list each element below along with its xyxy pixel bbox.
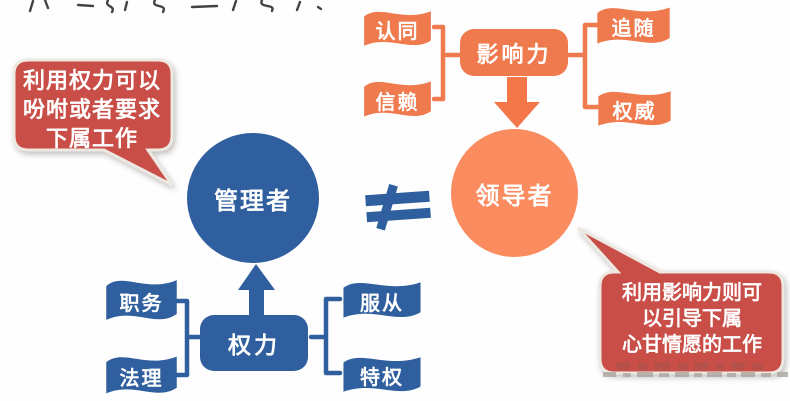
flag-label: 信赖 xyxy=(375,91,420,114)
up-arrow-icon xyxy=(238,264,275,316)
not-equal-symbol xyxy=(365,183,431,231)
flag-label: 认同 xyxy=(375,21,420,43)
power-box-label: 权力 xyxy=(228,332,280,358)
wave-flag-shape xyxy=(364,81,431,117)
influence-box: 影响力 xyxy=(460,29,568,76)
manager-callout-bubble xyxy=(12,58,174,187)
leader-circle: 领导者 xyxy=(451,129,578,257)
flag-label: 法理 xyxy=(119,367,164,390)
flag-authority: 权威 xyxy=(596,86,673,131)
manager-callout-line: 吩咐或者要求 xyxy=(22,97,161,122)
bracket-power-right xyxy=(308,296,343,376)
flag-label: 服从 xyxy=(360,292,404,315)
flag-label: 特权 xyxy=(360,367,404,389)
wave-flag-shape xyxy=(364,11,431,46)
bracket-power-left xyxy=(174,298,204,378)
leader-circle-label: 领导者 xyxy=(475,182,554,210)
wave-flag-shape xyxy=(343,282,421,318)
manager-callout-line: 下属工作 xyxy=(45,126,138,151)
power-box: 权力 xyxy=(200,315,308,371)
manager-circle: 管理者 xyxy=(187,133,319,263)
wave-flag-shape xyxy=(597,7,670,44)
leader-callout-line: 以引导下属 xyxy=(642,308,742,330)
cropped-title-strokes xyxy=(28,0,323,14)
flag-legality: 法理 xyxy=(104,351,179,399)
flag-obedience: 服从 xyxy=(341,277,423,323)
bracket-influence-left xyxy=(431,24,464,102)
wave-flag-shape xyxy=(106,356,177,394)
flag-label: 权威 xyxy=(612,101,657,123)
manager-circle-label: 管理者 xyxy=(214,187,292,215)
down-arrow-icon xyxy=(494,77,540,128)
influence-box-label: 影响力 xyxy=(476,41,552,67)
flag-follow: 追随 xyxy=(595,2,672,49)
manager-callout-text: 利用权力可以 吩咐或者要求 下属工作 xyxy=(14,66,170,153)
flag-privilege: 特权 xyxy=(341,352,423,397)
wave-flag-shape xyxy=(598,91,671,126)
flag-label: 追随 xyxy=(611,18,656,40)
leader-callout-text: 利用影响力则可 以引导下属 心甘情愿的工作 xyxy=(602,280,782,358)
flag-trust: 信赖 xyxy=(362,76,433,122)
flag-position: 职务 xyxy=(104,274,179,326)
leader-callout-line: 利用影响力则可 xyxy=(622,282,762,304)
manager-callout-line: 利用权力可以 xyxy=(22,68,161,93)
wave-flag-shape xyxy=(106,280,177,320)
flag-identification: 认同 xyxy=(362,6,433,51)
leader-callout-line: 心甘情愿的工作 xyxy=(622,334,762,356)
wave-flag-shape xyxy=(343,357,421,392)
flag-label: 职务 xyxy=(119,292,164,315)
